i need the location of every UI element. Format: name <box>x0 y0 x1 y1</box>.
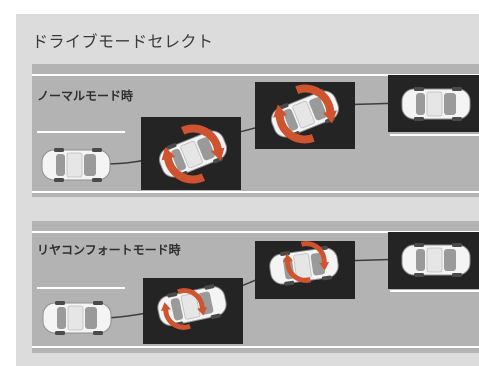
car-top-view-icon <box>41 147 111 183</box>
car-top-view-icon <box>42 300 112 336</box>
diagram-title: ドライブモードセレクト <box>32 32 214 51</box>
normal-mode-label: ノーマルモード時 <box>37 89 134 103</box>
rear-comfort-mode-label: リヤコンフォートモード時 <box>37 243 181 257</box>
car-top-view-icon <box>401 86 471 122</box>
car-top-view-icon <box>401 242 471 278</box>
